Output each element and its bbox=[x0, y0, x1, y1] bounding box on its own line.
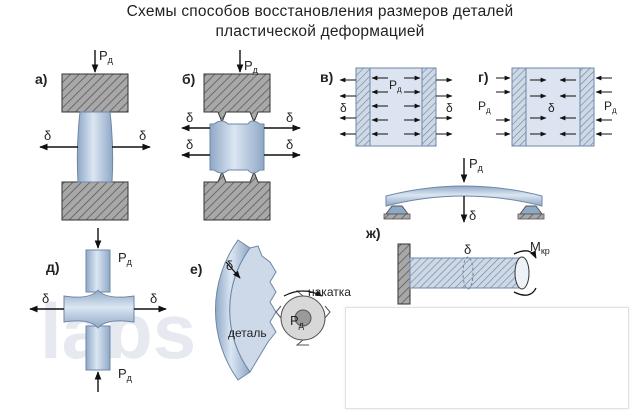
wall bbox=[397, 243, 411, 305]
part bbox=[209, 120, 265, 174]
scheme-b: б) Рд δ δ δ δ bbox=[181, 50, 301, 221]
knurl-label: накатка bbox=[308, 285, 351, 299]
lower-die bbox=[203, 170, 271, 221]
force-label: Рд bbox=[244, 58, 259, 75]
moment-label: Мкр bbox=[530, 239, 550, 256]
delta-label: δ bbox=[226, 258, 233, 273]
knurl-teeth bbox=[275, 290, 331, 346]
upper-rod bbox=[85, 249, 111, 293]
scheme-v-label: в) bbox=[320, 69, 333, 85]
scheme-a: а) Рд δ δ bbox=[35, 48, 151, 221]
delta-label: δ bbox=[286, 137, 293, 152]
delta-label: δ bbox=[548, 101, 555, 115]
moment-arrow-bottom bbox=[513, 287, 537, 296]
delta-label: δ bbox=[186, 110, 193, 125]
left-support-base bbox=[383, 213, 411, 220]
delta-label-left: δ bbox=[44, 128, 51, 143]
delta-arrow bbox=[225, 261, 241, 279]
left-support bbox=[385, 205, 409, 215]
beam bbox=[385, 185, 543, 207]
scheme-d: д) Рд Рд δ δ bbox=[29, 228, 167, 392]
force-label-right: Рд bbox=[604, 99, 617, 115]
lower-rod bbox=[85, 325, 111, 371]
outer-delta-arrows bbox=[339, 77, 453, 137]
shaft bbox=[409, 257, 523, 289]
part-label: деталь bbox=[228, 326, 267, 340]
twist-section bbox=[462, 256, 474, 290]
scheme-zh: ж) δ Мкр bbox=[365, 225, 550, 305]
delta-label-right: δ bbox=[139, 128, 146, 143]
delta-label: δ bbox=[286, 110, 293, 125]
scheme-e: е) δ Рд накатка деталь bbox=[190, 239, 351, 381]
upper-die bbox=[61, 73, 129, 113]
scheme-zh-label: ж) bbox=[365, 225, 381, 241]
scheme-bending: Рд δ bbox=[383, 156, 545, 223]
delta-label: δ bbox=[469, 208, 476, 223]
right-wall bbox=[421, 67, 437, 147]
force-label: Рд bbox=[469, 156, 484, 173]
outer-pressure-arrows bbox=[496, 75, 612, 137]
scheme-e-label: е) bbox=[190, 261, 202, 277]
title-line-2: пластической деформацией bbox=[215, 23, 425, 40]
right-wall bbox=[579, 67, 595, 147]
force-label-bottom: Рд bbox=[118, 366, 133, 383]
scheme-b-label: б) bbox=[182, 71, 195, 87]
lower-die bbox=[61, 181, 129, 221]
force-label-left: Рд bbox=[478, 99, 491, 115]
delta-label: δ bbox=[42, 291, 49, 306]
delta-label: δ bbox=[464, 242, 471, 257]
moment-arrow-top bbox=[513, 250, 537, 259]
force-label: Рд bbox=[389, 78, 402, 94]
gear-teeth bbox=[229, 245, 277, 373]
inner-delta-arrows bbox=[530, 77, 576, 137]
rotation-arrow bbox=[283, 290, 323, 297]
delta-label: δ bbox=[150, 291, 157, 306]
left-wall bbox=[355, 67, 371, 147]
delta-label: δ bbox=[340, 101, 347, 115]
shaft-end bbox=[514, 256, 530, 290]
scheme-v: в) Рд δ δ bbox=[320, 67, 453, 147]
scheme-a-label: а) bbox=[35, 71, 47, 87]
upper-die bbox=[203, 73, 271, 124]
force-label: Рд bbox=[290, 313, 305, 330]
force-label-top: Рд bbox=[118, 250, 133, 267]
force-label: Рд bbox=[99, 48, 114, 65]
part bbox=[63, 289, 135, 329]
title-line-1: Схемы способов восстановления размеров д… bbox=[126, 3, 514, 20]
right-support bbox=[519, 205, 543, 215]
overlay-panel bbox=[345, 307, 629, 409]
right-support-base bbox=[517, 213, 545, 220]
inner-pressure-arrows bbox=[371, 75, 421, 137]
delta-label: δ bbox=[446, 101, 453, 115]
diagram-title: Схемы способов восстановления размеров д… bbox=[0, 2, 640, 42]
knurl-hub bbox=[294, 309, 312, 327]
scheme-d-label: д) bbox=[46, 259, 60, 275]
scheme-g-label: г) bbox=[478, 69, 489, 85]
part bbox=[76, 111, 114, 183]
scheme-g: г) δ Рд Рд bbox=[478, 67, 617, 147]
left-wall bbox=[511, 67, 527, 147]
delta-label: δ bbox=[186, 137, 193, 152]
